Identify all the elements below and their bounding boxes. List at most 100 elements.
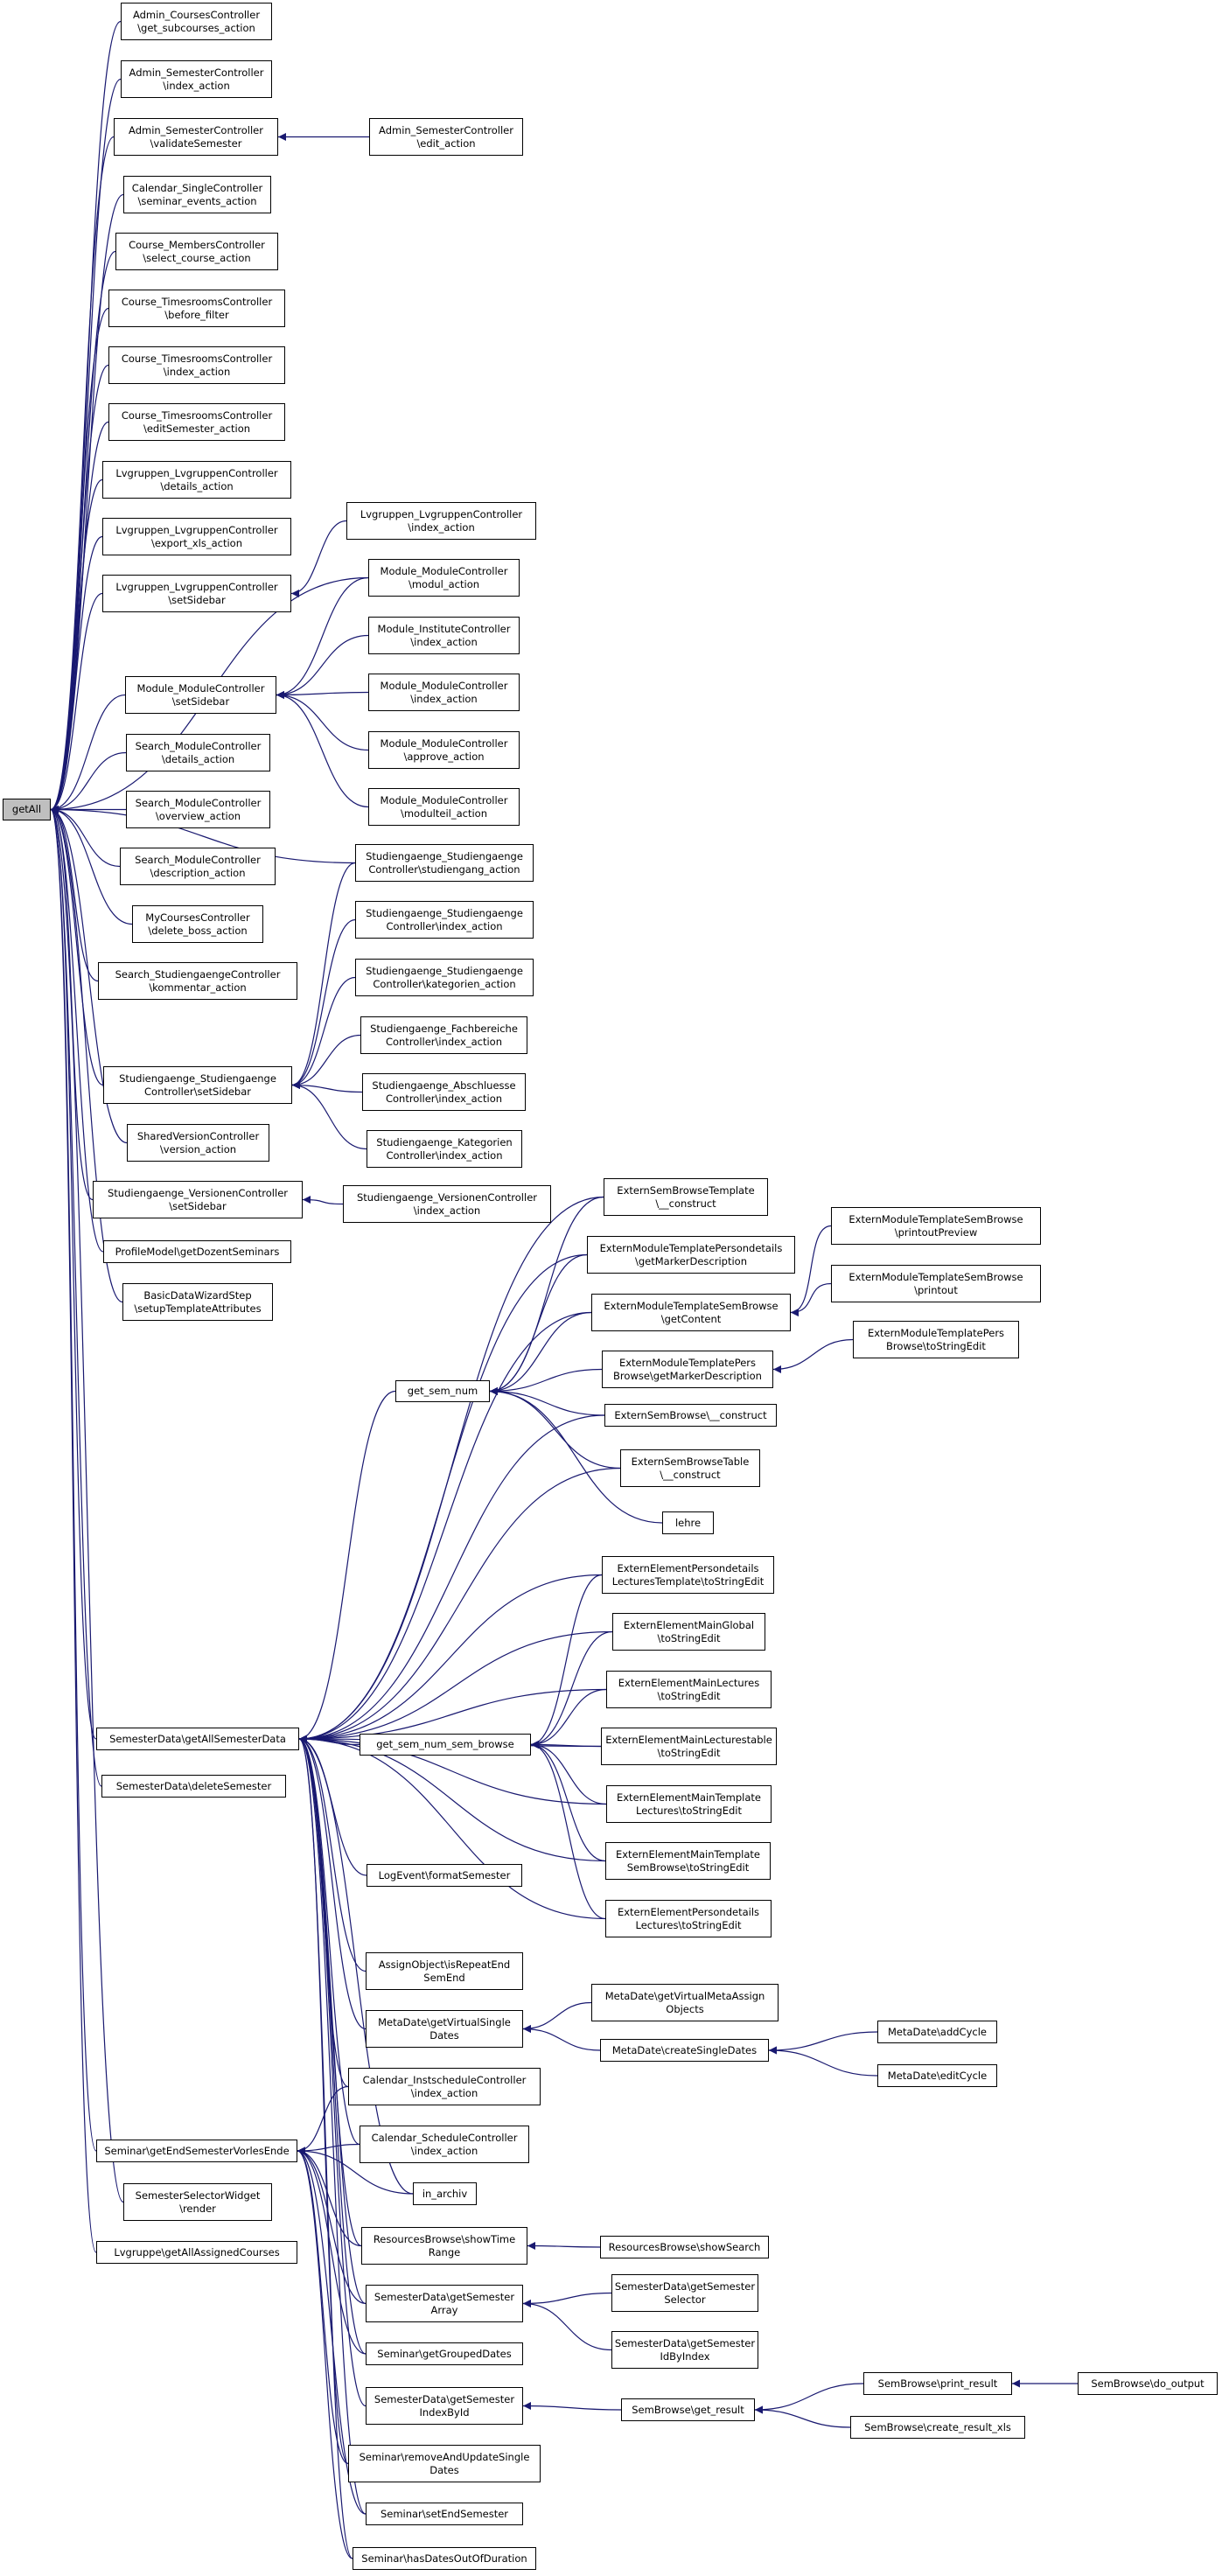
call-edge	[489, 1387, 663, 1524]
graph-node[interactable]: SemesterData\getAllSemesterData	[96, 1728, 299, 1750]
graph-node[interactable]: Lvgruppen_LvgruppenController \details_a…	[102, 461, 291, 499]
graph-node[interactable]: SemBrowse\get_result	[621, 2398, 755, 2421]
root-node[interactable]: getAll	[3, 799, 51, 820]
graph-node[interactable]: MetaDate\getVirtualSingle Dates	[366, 2010, 523, 2048]
graph-node[interactable]: Studiengaenge_Studiengaenge Controller\s…	[355, 844, 534, 882]
graph-node[interactable]: Module_ModuleController \approve_action	[368, 731, 520, 769]
graph-node[interactable]: Admin_CoursesController \get_subcourses_…	[121, 3, 272, 40]
graph-node[interactable]: BasicDataWizardStep \setupTemplateAttrib…	[122, 1283, 273, 1321]
graph-node[interactable]: Lvgruppen_LvgruppenController \setSideba…	[102, 575, 291, 612]
graph-node[interactable]: Seminar\setEndSemester	[366, 2503, 523, 2525]
node-label: SemBrowse\create_result_xls	[864, 2420, 1011, 2433]
graph-node[interactable]: Admin_SemesterController \validateSemest…	[114, 118, 278, 156]
graph-node[interactable]: Search_ModuleController \overview_action	[126, 791, 270, 828]
graph-node[interactable]: Seminar\hasDatesOutOfDuration	[353, 2547, 536, 2570]
graph-node[interactable]: Module_InstituteController \index_action	[368, 617, 520, 654]
graph-node[interactable]: Calendar_ScheduleController \index_actio…	[360, 2126, 529, 2163]
graph-node[interactable]: Studiengaenge_Studiengaenge Controller\k…	[355, 959, 534, 996]
graph-node[interactable]: SemesterData\getSemester Array	[366, 2285, 523, 2322]
node-label: ExternModuleTemplatePersondetails \getMa…	[599, 1241, 783, 1267]
graph-node[interactable]: Lvgruppen_LvgruppenController \export_xl…	[102, 518, 291, 555]
graph-node[interactable]: ExternSemBrowseTemplate \__construct	[604, 1178, 768, 1216]
graph-node[interactable]: Studiengaenge_Fachbereiche Controller\in…	[360, 1016, 527, 1054]
graph-node[interactable]: SemesterData\getSemester Selector	[611, 2274, 758, 2312]
graph-node[interactable]: ExternElementMainGlobal \toStringEdit	[612, 1613, 765, 1651]
graph-node[interactable]: Studiengaenge_VersionenController \index…	[343, 1185, 551, 1223]
graph-node[interactable]: SemesterSelectorWidget \render	[123, 2183, 272, 2221]
graph-node[interactable]: AssignObject\isRepeatEnd SemEnd	[366, 1952, 523, 1990]
graph-node[interactable]: ExternElementMainTemplate SemBrowse\toSt…	[605, 1842, 771, 1880]
graph-node[interactable]: Course_MembersController \select_course_…	[115, 233, 278, 270]
graph-node[interactable]: LogEvent\formatSemester	[367, 1864, 522, 1887]
graph-node[interactable]: get_sem_num_sem_browse	[360, 1734, 531, 1756]
graph-node[interactable]: MetaDate\addCycle	[877, 2021, 997, 2043]
graph-node[interactable]: SharedVersionController \version_action	[127, 1124, 269, 1162]
node-label: Studiengaenge_Kategorien Controller\inde…	[376, 1135, 513, 1162]
graph-node[interactable]: Calendar_InstscheduleController \index_a…	[348, 2068, 541, 2105]
graph-node[interactable]: MetaDate\createSingleDates	[600, 2039, 769, 2062]
graph-node[interactable]: Studiengaenge_Studiengaenge Controller\s…	[103, 1066, 292, 1104]
graph-node[interactable]: Seminar\getGroupedDates	[366, 2342, 523, 2365]
graph-node[interactable]: Module_ModuleController \setSidebar	[125, 676, 276, 714]
graph-node[interactable]: ExternModuleTemplateSemBrowse \printout	[831, 1265, 1041, 1302]
graph-node[interactable]: MetaDate\getVirtualMetaAssign Objects	[591, 1984, 779, 2021]
graph-node[interactable]: SemesterData\getSemester IndexById	[366, 2387, 523, 2425]
graph-node[interactable]: Search_ModuleController \details_action	[126, 734, 270, 771]
node-label: Lvgruppen_LvgruppenController \details_a…	[115, 466, 278, 492]
node-label: ExternElementMainTemplate Lectures\toStr…	[616, 1791, 761, 1817]
graph-node[interactable]: Lvgruppen_LvgruppenController \index_act…	[346, 502, 536, 540]
graph-node[interactable]: Search_StudiengaengeController \kommenta…	[98, 962, 297, 1000]
graph-node[interactable]: ExternElementMainLectures \toStringEdit	[606, 1671, 772, 1708]
graph-node[interactable]: get_sem_num	[395, 1380, 490, 1402]
graph-node[interactable]: Studiengaenge_Abschluesse Controller\ind…	[362, 1073, 526, 1111]
graph-node[interactable]: ExternModuleTemplateSemBrowse \getConten…	[591, 1294, 791, 1331]
graph-node[interactable]: Module_ModuleController \index_action	[368, 674, 520, 711]
graph-node[interactable]: ExternElementPersondetails LecturesTempl…	[602, 1556, 774, 1594]
graph-node[interactable]: Studiengaenge_Studiengaenge Controller\i…	[355, 901, 534, 939]
graph-node[interactable]: Module_ModuleController \modul_action	[368, 559, 520, 597]
graph-node[interactable]: MyCoursesController \delete_boss_action	[132, 905, 263, 943]
graph-node[interactable]: Admin_SemesterController \index_action	[121, 60, 272, 98]
call-edge	[291, 918, 356, 1089]
node-label: Studiengaenge_Fachbereiche Controller\in…	[370, 1022, 518, 1048]
graph-node[interactable]: Lvgruppe\getAllAssignedCourses	[96, 2241, 297, 2264]
graph-node[interactable]: Module_ModuleController \modulteil_actio…	[368, 788, 520, 826]
graph-node[interactable]: ExternElementMainLecturestable \toString…	[601, 1728, 777, 1765]
graph-node[interactable]: ResourcesBrowse\showSearch	[600, 2236, 769, 2258]
graph-node[interactable]: lehre	[662, 1511, 714, 1534]
graph-node[interactable]: Studiengaenge_Kategorien Controller\inde…	[367, 1130, 522, 1168]
graph-node[interactable]: SemBrowse\do_output	[1078, 2372, 1218, 2395]
graph-node[interactable]: Admin_SemesterController \edit_action	[369, 118, 523, 156]
graph-node[interactable]: Seminar\removeAndUpdateSingle Dates	[348, 2445, 541, 2482]
graph-node[interactable]: Course_TimesroomsController \editSemeste…	[108, 403, 285, 441]
call-edge	[768, 2046, 878, 2077]
call-edge	[50, 592, 103, 813]
graph-node[interactable]: MetaDate\editCycle	[877, 2064, 997, 2087]
graph-node[interactable]: Course_TimesroomsController \index_actio…	[108, 346, 285, 384]
graph-node[interactable]: ExternModuleTemplatePersondetails \getMa…	[587, 1236, 795, 1274]
graph-node[interactable]: ExternSemBrowse\__construct	[604, 1404, 777, 1427]
graph-node[interactable]: Calendar_SingleController \seminar_event…	[123, 176, 271, 213]
graph-node[interactable]: SemesterData\deleteSemester	[101, 1775, 286, 1798]
graph-node[interactable]: ExternElementMainTemplate Lectures\toStr…	[606, 1785, 772, 1823]
graph-node[interactable]: ExternElementPersondetails Lectures\toSt…	[605, 1900, 772, 1937]
node-label: AssignObject\isRepeatEnd SemEnd	[378, 1958, 511, 1984]
graph-node[interactable]: SemBrowse\print_result	[863, 2372, 1012, 2395]
graph-node[interactable]: Search_ModuleController \description_act…	[120, 848, 276, 885]
graph-node[interactable]: SemBrowse\create_result_xls	[850, 2416, 1025, 2439]
node-label: Studiengaenge_Studiengaenge Controller\i…	[366, 906, 523, 932]
graph-node[interactable]: ProfileModel\getDozentSeminars	[103, 1240, 291, 1263]
call-edge	[522, 2001, 592, 2033]
graph-node[interactable]: ResourcesBrowse\showTime Range	[361, 2227, 527, 2265]
graph-node[interactable]: ExternModuleTemplateSemBrowse \printoutP…	[831, 1207, 1041, 1245]
graph-node[interactable]: Course_TimesroomsController \before_filt…	[108, 290, 285, 327]
graph-node[interactable]: ExternSemBrowseTable \__construct	[620, 1449, 760, 1487]
graph-node[interactable]: ExternModuleTemplatePers Browse\getMarke…	[602, 1351, 773, 1388]
graph-node[interactable]: Seminar\getEndSemesterVorlesEnde	[96, 2140, 297, 2162]
call-edge	[527, 2242, 601, 2251]
graph-node[interactable]: ExternModuleTemplatePers Browse\toString…	[853, 1321, 1019, 1358]
graph-node[interactable]: Studiengaenge_VersionenController \setSi…	[93, 1181, 303, 1218]
call-edge	[298, 1735, 367, 1972]
graph-node[interactable]: SemesterData\getSemester IdByIndex	[611, 2331, 758, 2369]
graph-node[interactable]: in_archiv	[413, 2182, 477, 2205]
